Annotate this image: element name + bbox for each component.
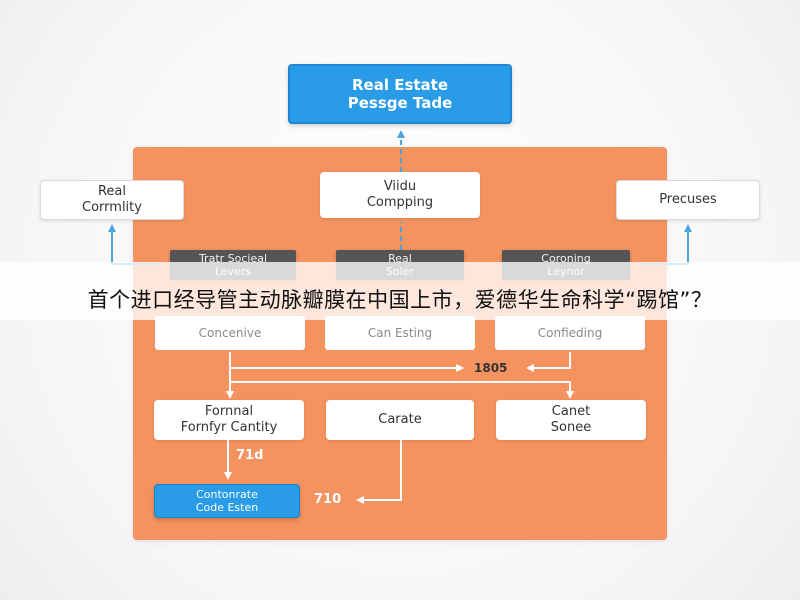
right-outer-box: Precuses xyxy=(616,180,760,220)
arrow-to-bottom-right xyxy=(230,381,574,399)
left-outer-box: Real Corrmlity xyxy=(40,180,184,220)
faded-box-left: Concenive xyxy=(155,316,305,350)
bottom-box-center: Carate xyxy=(326,400,474,440)
title-box: Real Estate Pessge Tade xyxy=(288,64,512,124)
blue-box: Contonrate Code Esten xyxy=(154,484,300,518)
bottom-box-left: Fornnal Fornfyr Cantity xyxy=(154,400,304,440)
center-top-box: Viidu Compping xyxy=(320,172,480,218)
bottom-box-right: Canet Sonee xyxy=(496,400,646,440)
arrow-left-outer xyxy=(108,224,160,265)
label-71d: 71d xyxy=(236,448,264,463)
arrow-right-outer xyxy=(640,224,692,265)
arrow-to-710 xyxy=(356,440,402,504)
arrow-from-left-faded xyxy=(229,352,464,372)
faded-box-center: Can Esting xyxy=(325,316,475,350)
label-710: 710 xyxy=(314,492,342,507)
label-1805: 1805 xyxy=(474,361,508,375)
caption-text: 首个进口经导管主动脉瓣膜在中国上市，爱德华生命科学“踢馆”？ xyxy=(87,288,713,312)
faded-box-right: Confieding xyxy=(495,316,645,350)
caption-strip xyxy=(0,262,800,320)
arrow-from-right-faded xyxy=(526,352,571,372)
